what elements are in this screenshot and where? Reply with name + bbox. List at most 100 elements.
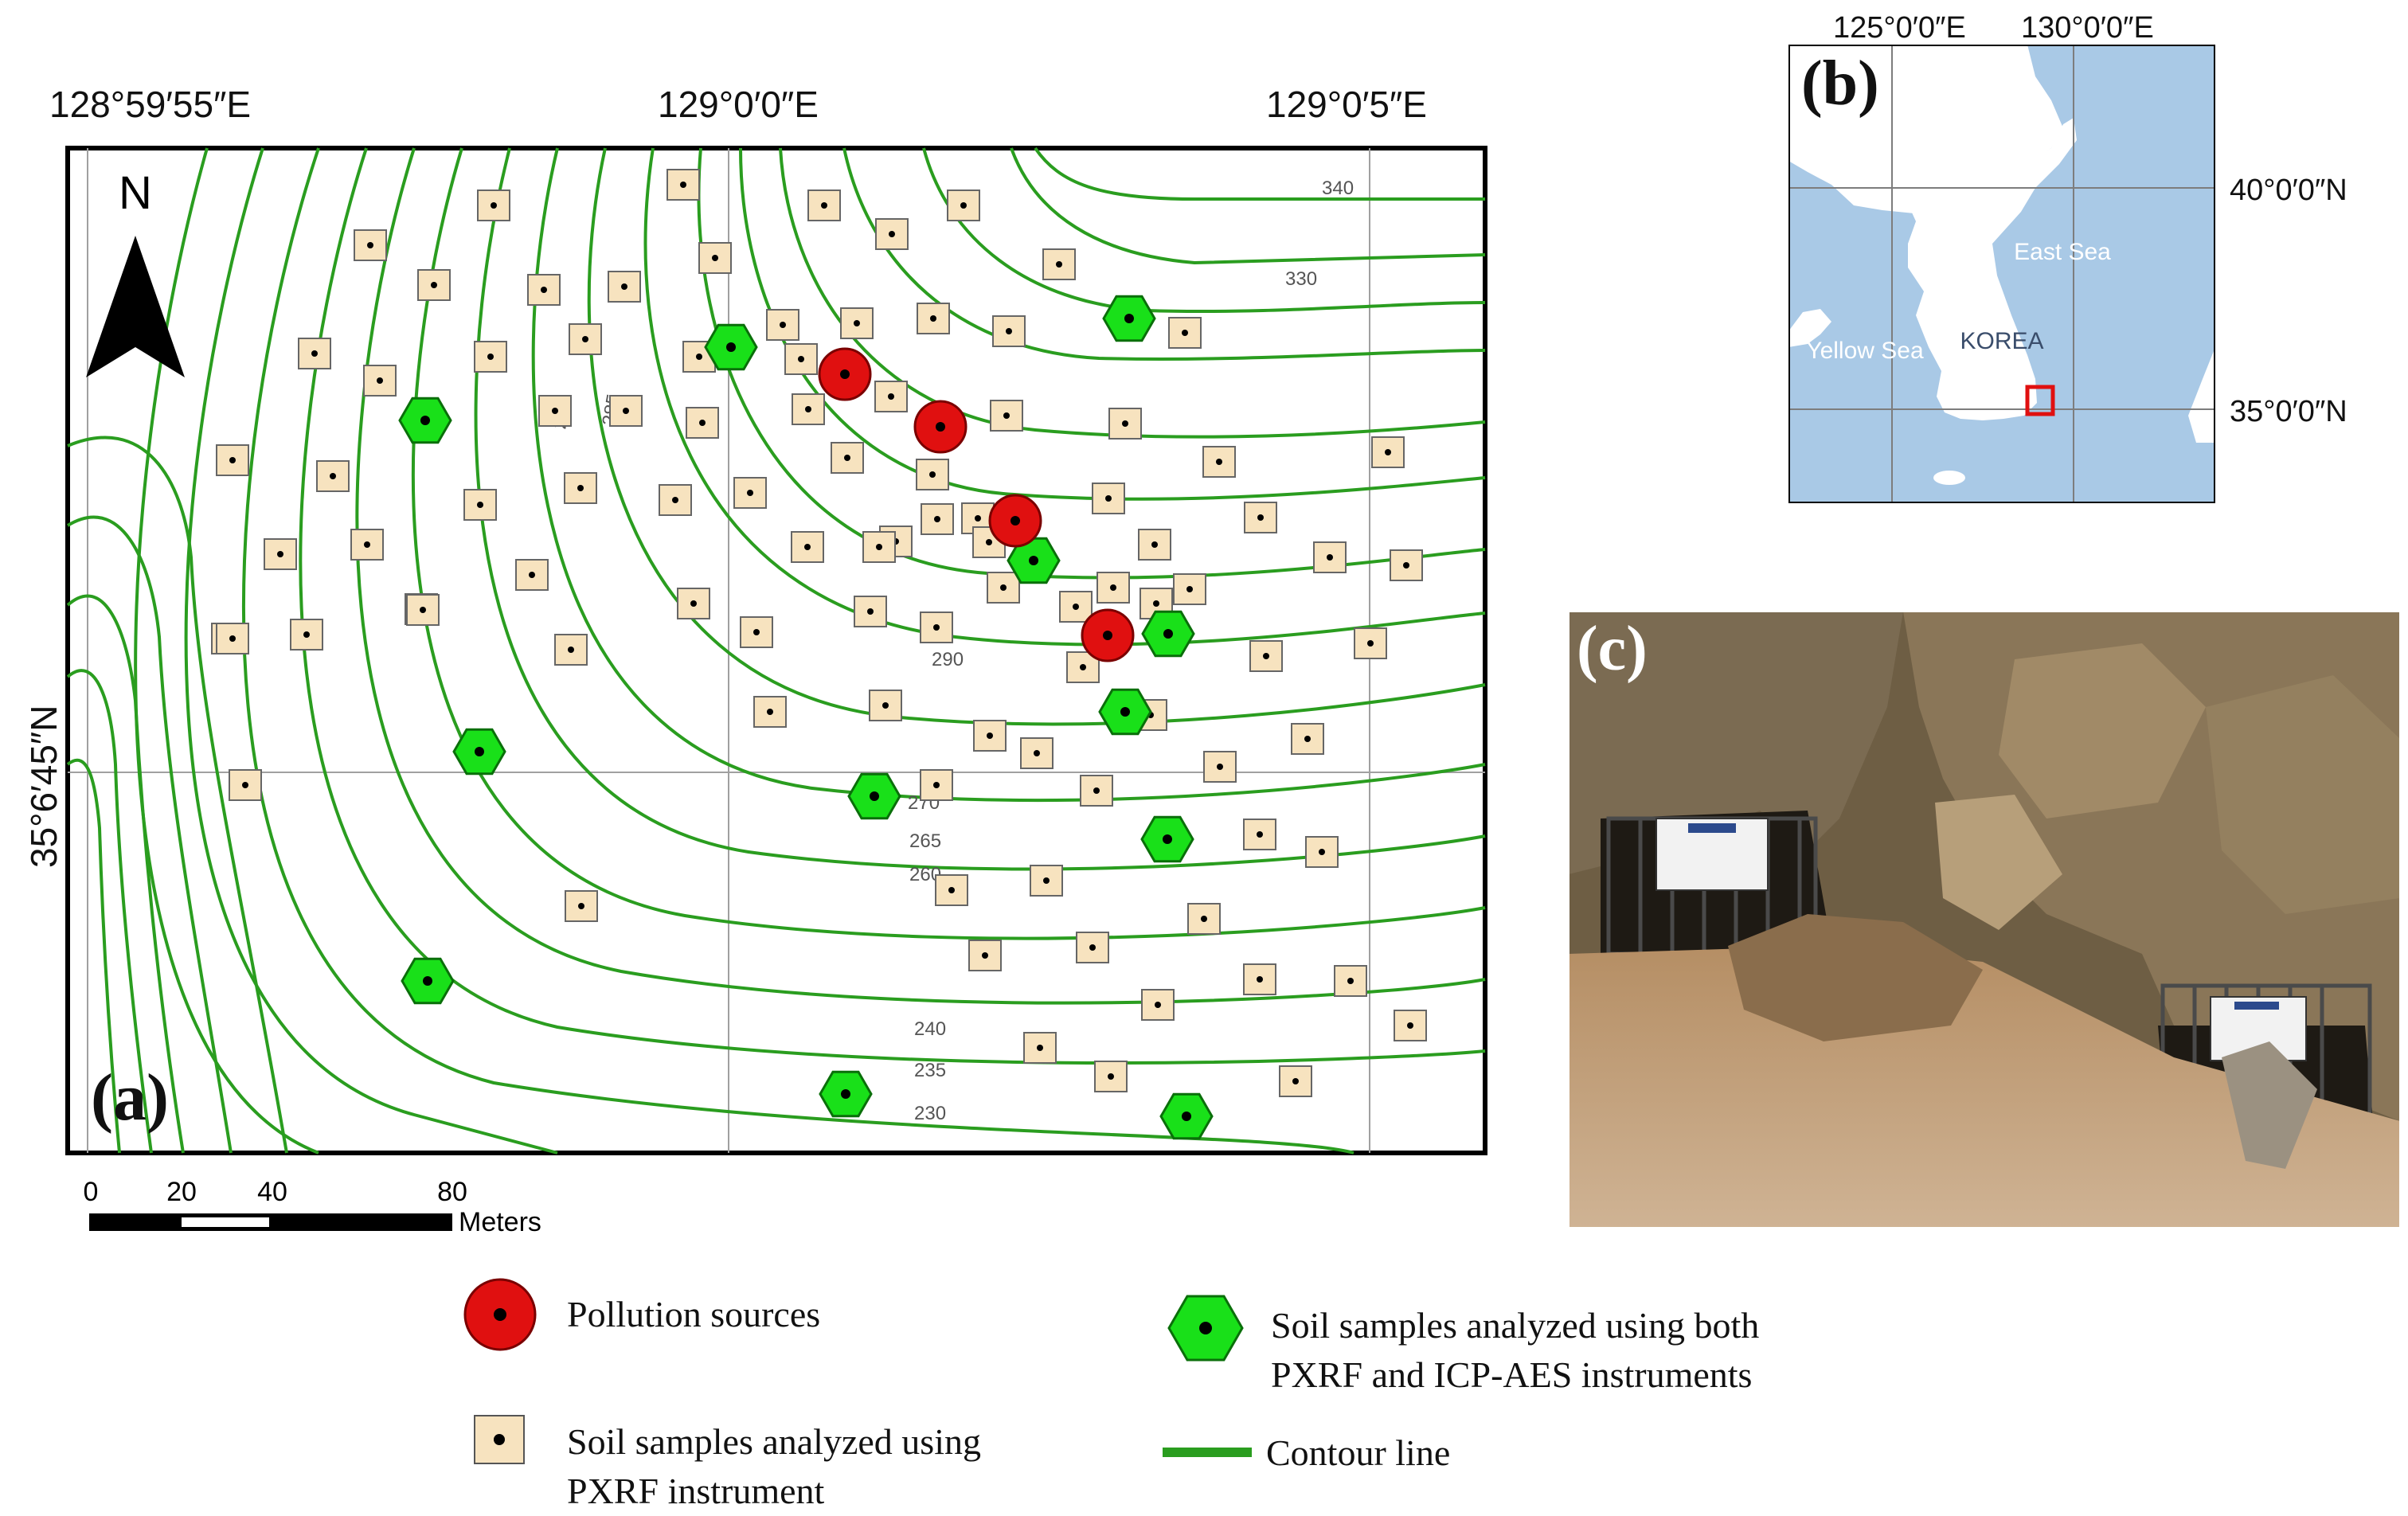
soil-pxrf-point (1042, 248, 1076, 280)
soil-pxrf-point (1244, 502, 1277, 533)
soil-pxrf-point (1092, 483, 1125, 514)
panel-c-label: (c) (1577, 614, 1648, 684)
soil-pxrf-point (792, 393, 825, 425)
scale-tick-0: 0 (84, 1177, 99, 1207)
soil-pxrf-point (968, 940, 1002, 971)
pollution-source-icon (463, 1278, 537, 1351)
contour-line-19 (66, 515, 233, 1154)
land-jeju (1933, 471, 1965, 485)
land-japan (2188, 347, 2215, 443)
soil-pxrf-point (869, 690, 902, 721)
soil-pxrf-point (554, 634, 588, 666)
contour-label-290: 290 (932, 649, 964, 670)
soil-pxrf-point (216, 623, 249, 654)
legend-soil-pxrf-1: Soil samples analyzed using (567, 1421, 981, 1462)
soil-pxrf-point (316, 460, 350, 492)
contour-line-16 (184, 147, 558, 1155)
contour-line-5 (779, 147, 1486, 439)
contour-line-21 (66, 669, 153, 1154)
soil-pxrf-point (947, 190, 980, 221)
contour-lines (66, 147, 1486, 1155)
legend-soil-pxrf-2: PXRF instrument (567, 1471, 825, 1511)
contour-line-22 (66, 758, 121, 1154)
soil-pxrf-point (1390, 549, 1423, 581)
soil-pxrf-point (1020, 737, 1054, 769)
soil-pxrf-point (1141, 989, 1175, 1021)
soil-pxrf-point (1023, 1032, 1057, 1064)
pollution-source-point (913, 400, 968, 454)
soil-pxrf-point (1076, 932, 1109, 963)
soil-pxrf-point (973, 720, 1007, 752)
land-korea (1908, 118, 2077, 420)
soil-pxrf-point (1187, 903, 1221, 935)
soil-pxrf-point (298, 338, 331, 369)
soil-pxrf-point (831, 442, 864, 474)
land-shandong (1788, 309, 1831, 347)
lon-label-3: 129°0′5″E (1266, 84, 1427, 125)
soil-both-point (1102, 295, 1156, 342)
panel-a-label: (a) (91, 1061, 169, 1135)
pollution-source-point (818, 347, 872, 401)
soil-pxrf-point (1080, 775, 1113, 807)
soil-pxrf-point (538, 395, 572, 427)
soil-pxrf-point (1334, 965, 1367, 997)
soil-pxrf-icon (474, 1415, 525, 1464)
soil-pxrf-point (1094, 1061, 1128, 1092)
contour-line-6 (739, 147, 1486, 501)
yellow-sea-label: Yellow Sea (1806, 338, 1924, 364)
soil-pxrf-point (659, 484, 692, 516)
soil-both-point (452, 728, 506, 776)
lon-label-1: 128°59′55″E (49, 84, 252, 125)
lon-label-2: 129°0′0″E (658, 84, 819, 125)
inset-lat-label-1: 40°0′0″N (2230, 174, 2347, 207)
soil-pxrf-point (1354, 627, 1387, 659)
contour-line-8 (643, 147, 1486, 647)
soil-both-point (704, 323, 758, 371)
soil-pxrf-point (1030, 865, 1063, 897)
legend-soil-both-1: Soil samples analyzed using both (1271, 1305, 1760, 1346)
contour-label-240: 240 (914, 1018, 946, 1040)
soil-pxrf-point (753, 696, 787, 728)
soil-pxrf-point (666, 169, 700, 201)
scale-tick-20: 20 (166, 1177, 197, 1207)
soil-pxrf-point (791, 531, 824, 563)
soil-pxrf-point (608, 271, 641, 303)
legend-pollution: Pollution sources (567, 1294, 821, 1334)
soil-pxrf-point (354, 229, 387, 261)
soil-pxrf-point (677, 588, 710, 619)
soil-pxrf-point (1371, 436, 1405, 468)
soil-pxrf-point (1394, 1010, 1427, 1041)
soil-pxrf-point (477, 190, 510, 221)
soil-pxrf-point (875, 218, 909, 250)
soil-pxrf-point (920, 769, 953, 801)
soil-pxrf-point (1305, 836, 1339, 868)
contour-line-20 (66, 594, 185, 1154)
contour-line-15 (241, 147, 1354, 1155)
contour-line-18 (67, 436, 288, 1154)
soil-pxrf-point (609, 395, 643, 427)
sample-points (211, 169, 1427, 1140)
korea-inset-map: East Sea KOREA Yellow Sea (1788, 45, 2215, 503)
north-label: N (119, 167, 152, 219)
inset-lat-label-2: 35°0′0″N (2230, 395, 2347, 428)
soil-pxrf-point (1203, 751, 1237, 783)
soil-pxrf-point (992, 315, 1026, 347)
soil-pxrf-point (784, 343, 818, 375)
soil-pxrf-point (1279, 1065, 1312, 1097)
inset-lon-label-1: 125°0′0″E (1833, 11, 1966, 45)
study-site-marker (2025, 385, 2055, 416)
soil-pxrf-point (733, 477, 767, 509)
soil-pxrf-point (807, 190, 841, 221)
contour-label-265: 265 (909, 830, 941, 852)
soil-pxrf-point (1243, 963, 1276, 995)
soil-pxrf-point (1168, 317, 1202, 349)
mine-entrance-photo (1569, 611, 2400, 1228)
soil-pxrf-point (363, 365, 397, 397)
soil-pxrf-point (740, 616, 773, 648)
pollution-source-point (1081, 608, 1135, 662)
contour-label-330: 330 (1285, 268, 1317, 290)
soil-pxrf-point (264, 538, 297, 570)
contour-line-9 (587, 147, 1486, 726)
east-sea-label: East Sea (2014, 239, 2111, 265)
